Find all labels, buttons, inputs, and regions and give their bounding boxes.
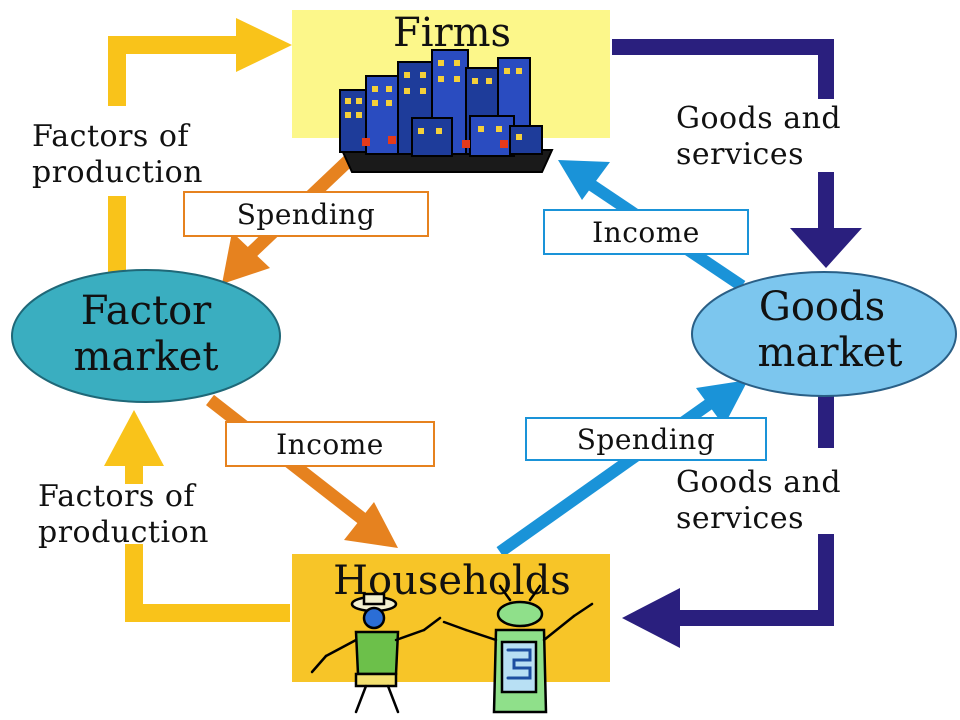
svg-text:Spending: Spending <box>237 198 376 231</box>
spending-label-households: Spending <box>525 417 767 461</box>
factor-market-label-line2: market <box>74 334 219 380</box>
factor-market-ellipse <box>11 269 281 403</box>
factor-market-label-line1: Factor <box>81 288 212 334</box>
households-box <box>292 554 610 682</box>
income-label-firms: Income <box>543 209 749 255</box>
people-icon <box>310 584 594 714</box>
svg-text:Spending: Spending <box>577 423 716 456</box>
spending-label-firms: Spending <box>183 191 429 237</box>
goods-market-ellipse <box>691 271 957 397</box>
goods-and-services-bottom-line1: Goods and <box>676 465 841 500</box>
svg-text:Income: Income <box>276 428 384 461</box>
households-node: Households <box>292 554 610 714</box>
goods-and-services-flow <box>612 39 862 648</box>
factors-of-production-bottom-line1: Factors of <box>38 479 196 514</box>
firms-node: Firms <box>292 10 610 173</box>
goods-and-services-top-line1: Goods and <box>676 101 841 136</box>
factors-of-production-flow <box>104 18 292 622</box>
income-label-households: Income <box>225 421 435 467</box>
firms-label: Firms <box>393 10 511 56</box>
factors-of-production-bottom-line2: production <box>38 515 209 550</box>
city-buildings-icon <box>339 49 554 173</box>
goods-market-label-line2: market <box>758 330 903 376</box>
factors-of-production-top-line1: Factors of <box>32 119 190 154</box>
factors-of-production-top-line2: production <box>32 155 203 190</box>
svg-text:Income: Income <box>592 216 700 249</box>
goods-market-label-line1: Goods <box>759 284 885 330</box>
goods-and-services-bottom-line2: services <box>676 501 804 536</box>
goods-market-node: Goods market <box>691 271 957 397</box>
factor-market-node: Factor market <box>11 269 281 403</box>
goods-and-services-top-line2: services <box>676 137 804 172</box>
